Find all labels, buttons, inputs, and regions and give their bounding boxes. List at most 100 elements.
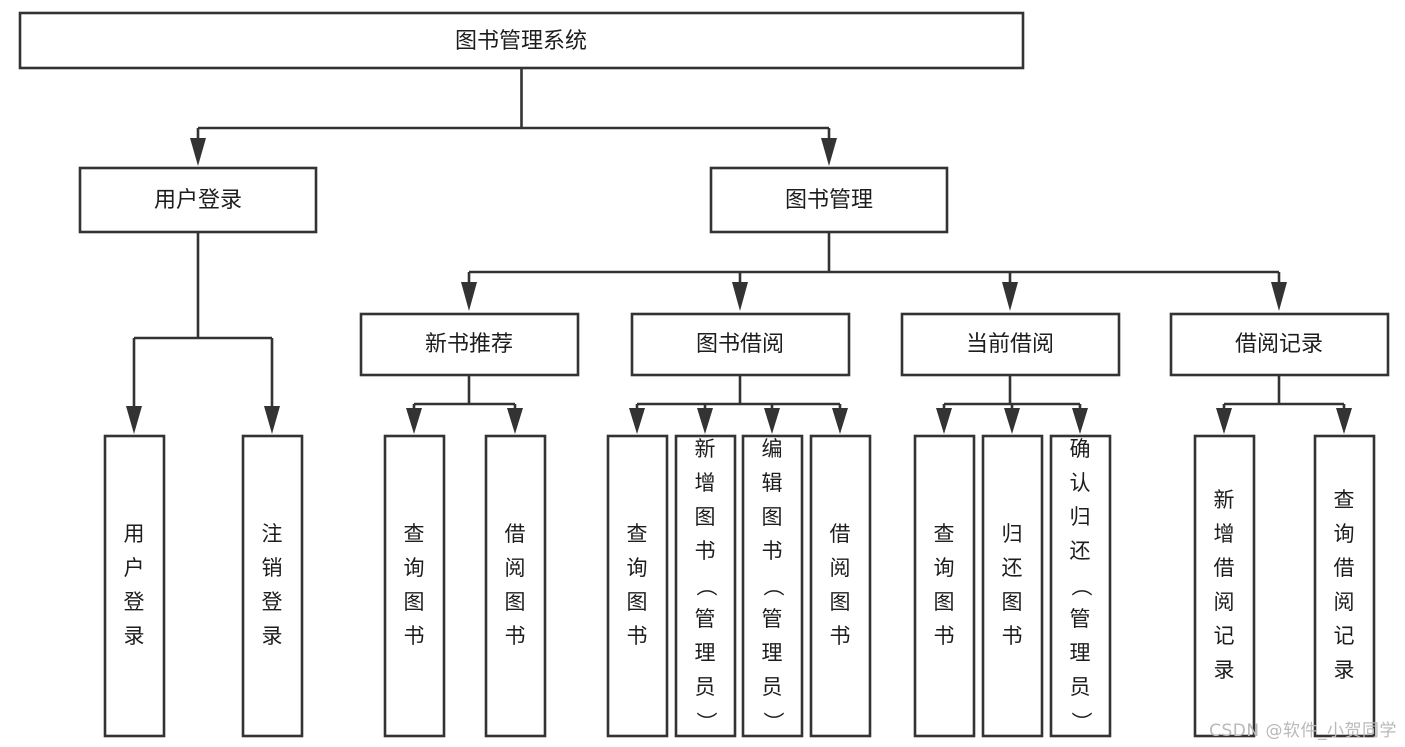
- arrowhead-new-book-recommend: [461, 282, 477, 311]
- node-leaf-confirm-return-box[interactable]: [1049, 434, 1112, 738]
- node-book-borrow-box[interactable]: [630, 312, 851, 377]
- svg-text:还: 还: [1070, 539, 1091, 563]
- node-new-book-recommend[interactable]: 新书推荐: [359, 312, 580, 377]
- svg-text:查: 查: [1334, 488, 1355, 512]
- svg-text:图: 图: [505, 590, 526, 614]
- node-current-borrow[interactable]: 当前借阅: [900, 312, 1121, 377]
- arrowhead-leaf-query-record: [1336, 408, 1352, 434]
- svg-text:书: 书: [762, 539, 783, 563]
- node-borrow-record-label: 借阅记录: [1235, 332, 1323, 357]
- svg-text:确: 确: [1070, 437, 1091, 461]
- arrowhead-leaf-borrow-book-2: [832, 408, 848, 434]
- svg-text:借: 借: [505, 522, 526, 546]
- node-leaf-user-login[interactable]: 用户登录: [103, 434, 166, 738]
- csdn-watermark: CSDN @软件_小贺同学: [1209, 721, 1397, 741]
- svg-text:理: 理: [1070, 641, 1091, 665]
- arrowhead-leaf-user-login: [126, 406, 142, 434]
- svg-text:图: 图: [627, 590, 648, 614]
- node-current-borrow-label: 当前借阅: [966, 332, 1054, 357]
- node-borrow-record[interactable]: 借阅记录: [1169, 312, 1390, 377]
- svg-text:图: 图: [695, 505, 716, 529]
- svg-text:管: 管: [695, 607, 716, 631]
- svg-text:）: ）: [761, 712, 785, 733]
- node-leaf-borrow-book-2-box[interactable]: [809, 434, 872, 738]
- svg-text:）: ）: [1069, 712, 1093, 733]
- node-leaf-edit-book-box[interactable]: [741, 434, 804, 738]
- node-leaf-add-book-box[interactable]: [674, 434, 737, 738]
- svg-text:书: 书: [404, 624, 425, 648]
- node-book-manage[interactable]: 图书管理: [709, 166, 949, 234]
- svg-text:阅: 阅: [830, 556, 851, 580]
- svg-text:员: 员: [695, 675, 716, 699]
- svg-text:还: 还: [1002, 556, 1023, 580]
- arrowhead-leaf-add-book: [697, 408, 713, 434]
- svg-text:阅: 阅: [1214, 590, 1235, 614]
- node-leaf-query-book-2-box[interactable]: [606, 434, 669, 738]
- svg-text:管: 管: [1070, 607, 1091, 631]
- node-book-manage-box[interactable]: [709, 166, 949, 234]
- node-new-book-recommend-label: 新书推荐: [425, 332, 513, 357]
- node-leaf-borrow-book-1-box[interactable]: [484, 434, 547, 738]
- node-borrow-record-box[interactable]: [1169, 312, 1390, 377]
- svg-text:（: （: [1069, 576, 1093, 597]
- svg-text:户: 户: [124, 556, 145, 580]
- arrowhead-user-login: [190, 138, 206, 166]
- node-leaf-user-login-box[interactable]: [103, 434, 166, 738]
- node-new-book-recommend-box[interactable]: [359, 312, 580, 377]
- svg-text:图: 图: [762, 505, 783, 529]
- node-user-login-box[interactable]: [78, 166, 318, 234]
- node-leaf-logout-login-box[interactable]: [241, 434, 304, 738]
- node-leaf-query-book-3-box[interactable]: [913, 434, 976, 738]
- node-current-borrow-box[interactable]: [900, 312, 1121, 377]
- node-leaf-return-book-box[interactable]: [981, 434, 1044, 738]
- svg-text:登: 登: [262, 590, 283, 614]
- svg-text:编: 编: [762, 437, 783, 461]
- arrowhead-borrow-record: [1271, 282, 1287, 311]
- svg-text:阅: 阅: [1334, 590, 1355, 614]
- node-book-manage-label: 图书管理: [785, 188, 873, 213]
- svg-text:理: 理: [695, 641, 716, 665]
- node-leaf-add-record-box[interactable]: [1193, 434, 1256, 738]
- svg-text:询: 询: [404, 556, 425, 580]
- svg-text:（: （: [761, 576, 785, 597]
- svg-text:借: 借: [1214, 556, 1235, 580]
- svg-text:借: 借: [830, 522, 851, 546]
- svg-text:查: 查: [404, 522, 425, 546]
- svg-text:认: 认: [1070, 471, 1091, 495]
- svg-text:书: 书: [627, 624, 648, 648]
- node-root-box[interactable]: [18, 11, 1025, 70]
- node-book-borrow[interactable]: 图书借阅: [630, 312, 851, 377]
- svg-text:借: 借: [1334, 556, 1355, 580]
- svg-text:）: ）: [694, 712, 718, 733]
- svg-text:注: 注: [262, 522, 283, 546]
- node-root[interactable]: 图书管理系统: [18, 11, 1025, 70]
- svg-text:书: 书: [934, 624, 955, 648]
- arrowhead-leaf-edit-book: [764, 408, 780, 434]
- node-leaf-query-record-box[interactable]: [1313, 434, 1376, 738]
- node-leaf-query-book-1-box[interactable]: [383, 434, 446, 738]
- node-root-label: 图书管理系统: [455, 29, 587, 54]
- node-user-login[interactable]: 用户登录: [78, 166, 318, 234]
- arrowhead-leaf-return-book: [1004, 408, 1020, 434]
- svg-text:录: 录: [124, 624, 145, 648]
- connector-layer: [126, 68, 1352, 434]
